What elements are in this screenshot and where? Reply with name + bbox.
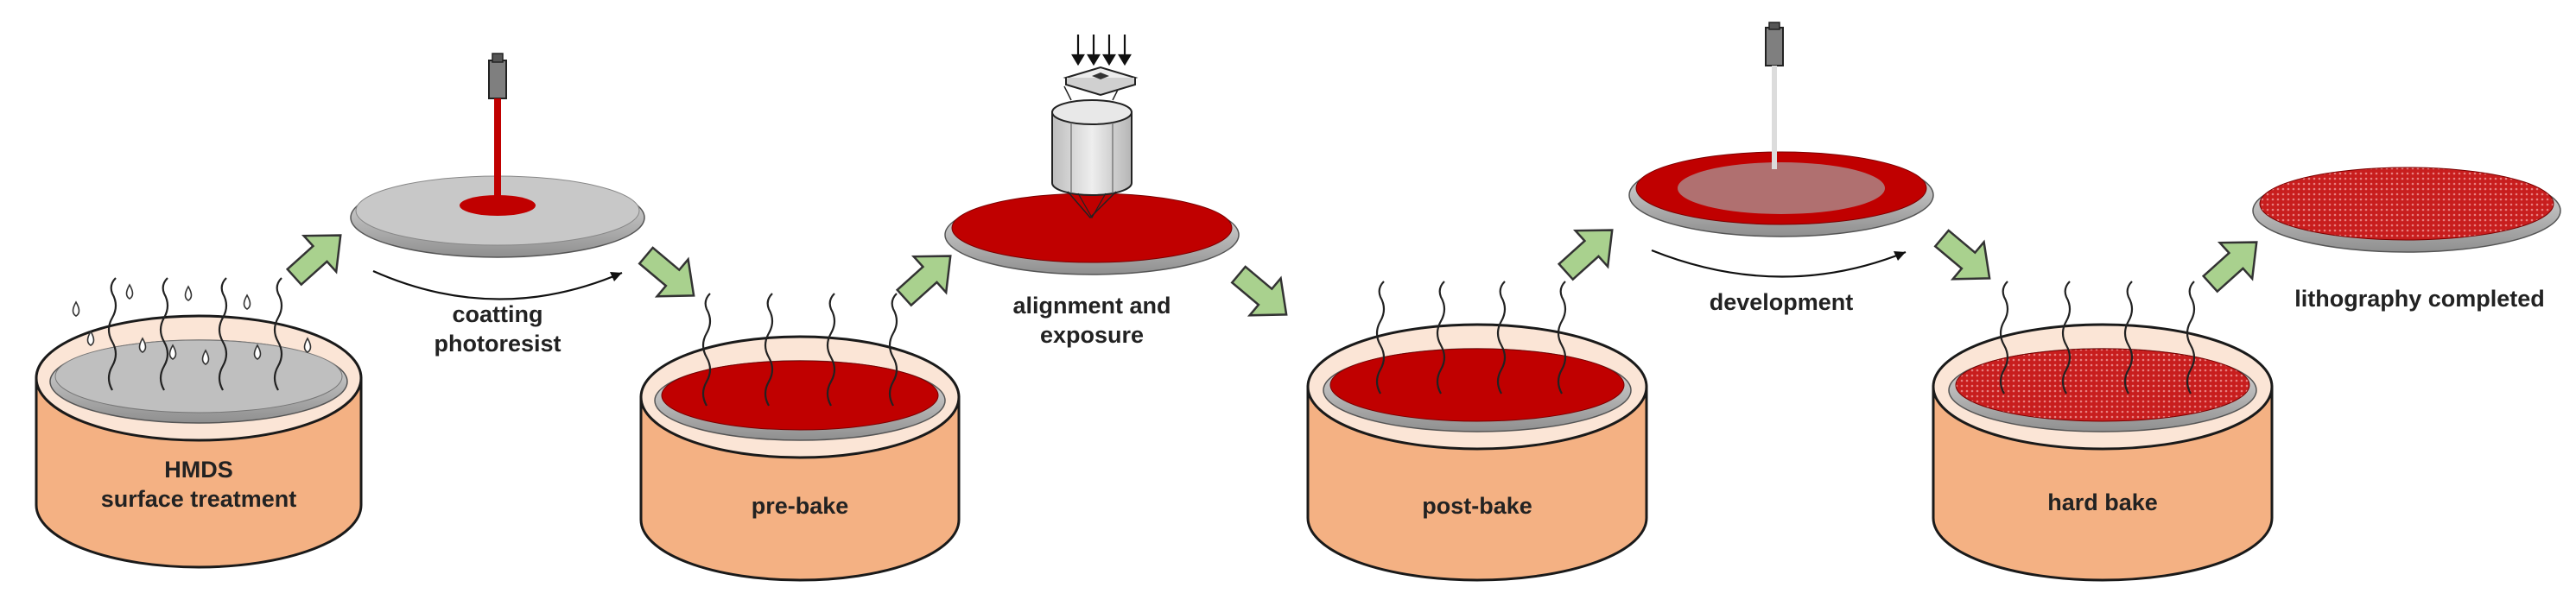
oven-post-bake [1306,281,1648,582]
droplet-icon [72,283,312,365]
process-arrow-icon [1230,265,1288,317]
nozzle-icon [1765,22,1784,169]
process-arrow-icon [895,255,952,307]
exposure-light-arrows [1071,35,1132,66]
wafer-icon [1948,348,2257,432]
wafer-icon [1628,151,1934,237]
rotation-arrow-icon [1651,249,1907,278]
vapor-icon [1999,281,2196,395]
label-alignment-exposure: alignment and exposure [980,292,1204,350]
wafer-icon [944,193,1240,275]
label-completed: lithography completed [2294,286,2545,312]
mask-icon [1063,66,1139,97]
nozzle-icon [488,53,507,205]
vapor-icon [701,293,898,407]
process-arrow-icon [285,234,342,287]
vapor-icon [107,277,283,391]
label-hard-bake: hard bake [2047,489,2158,515]
label-pre-bake: pre-bake [751,493,849,519]
label-alignment-line2: exposure [1039,321,1145,348]
label-coating-line2: photoresist [434,330,562,357]
step-completed [2252,167,2561,253]
oven-hard-bake [1932,281,2274,582]
step-alignment-exposure [944,35,1240,275]
rotation-arrow-icon [372,269,623,300]
wafer-icon [2252,167,2561,253]
process-arrow-icon [1933,229,1991,281]
label-post-bake: post-bake [1422,493,1532,519]
process-arrow-icon [1557,229,1614,281]
label-alignment-line1: alignment and [1012,293,1171,319]
wafer-icon [1323,348,1632,432]
vapor-icon [1375,281,1567,395]
process-arrow-icon [2201,241,2258,294]
oven-hmds [35,277,363,569]
wafer-icon [654,360,946,441]
wafer-icon [49,339,348,424]
oven-pre-bake [639,293,961,582]
label-hmds-line1: HMDS [164,457,233,483]
step-development [1628,22,1934,278]
lens-icon [1051,85,1133,219]
process-arrow-icon [638,246,695,298]
label-coating: coatting photoresist [403,300,593,359]
label-coating-line1: coatting [452,301,543,327]
label-development: development [1709,289,1854,315]
step-coating [350,53,645,300]
label-hmds: HMDS surface treatment [69,456,328,514]
label-hmds-line2: surface treatment [100,485,297,512]
